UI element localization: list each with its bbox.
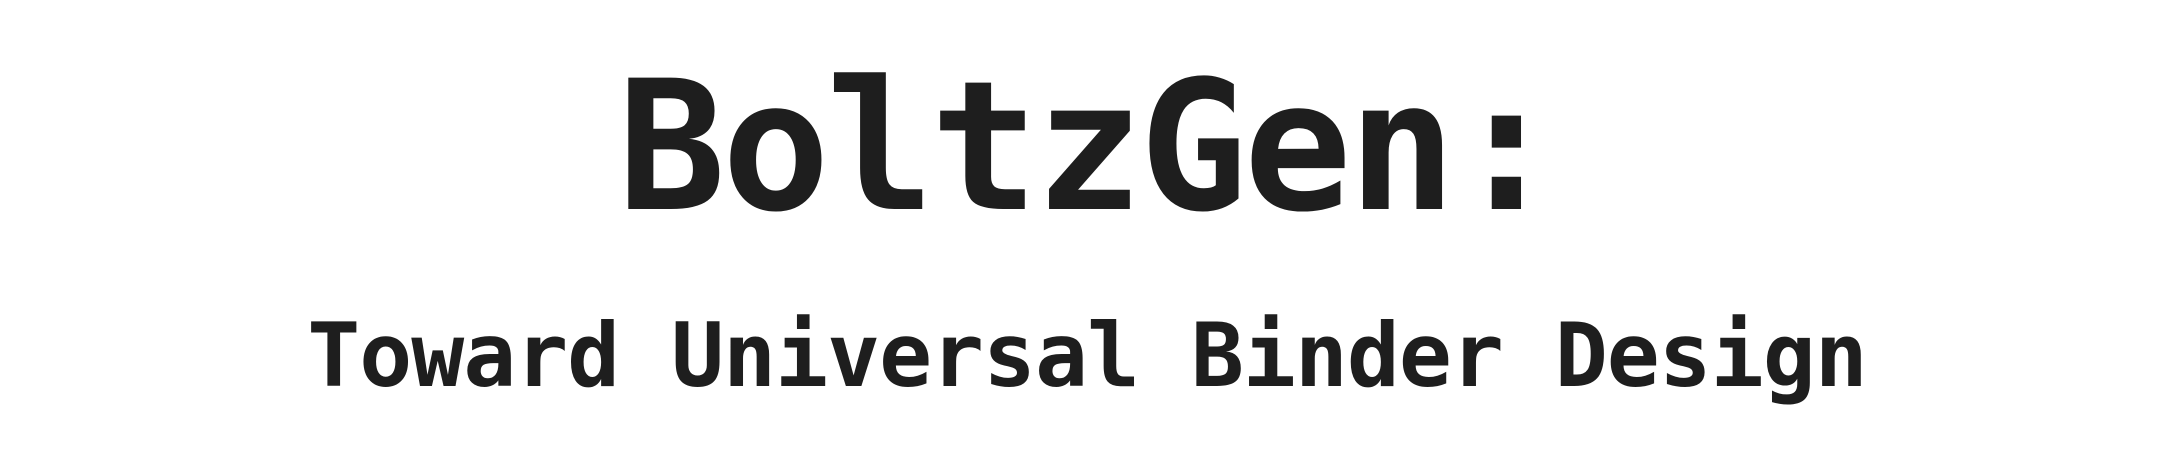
page-subtitle: Toward Universal Binder Design <box>307 304 1867 407</box>
page-title: BoltzGen: <box>617 43 1560 252</box>
